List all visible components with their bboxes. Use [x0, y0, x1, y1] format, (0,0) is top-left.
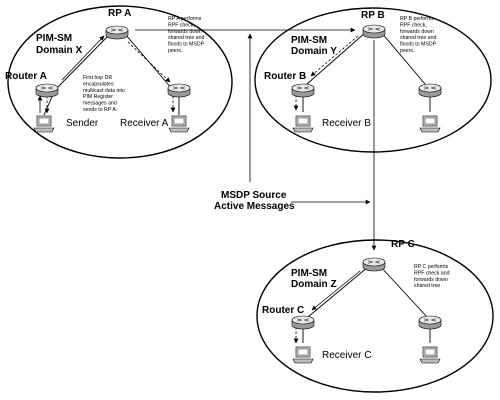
- sender-label: Sender: [66, 118, 99, 129]
- domain-z-edge-router-icon: [418, 315, 442, 330]
- sender-host-icon: [33, 115, 55, 133]
- receiver-a-label: Receiver A: [120, 118, 169, 129]
- receiver-a-host-icon: [168, 115, 190, 133]
- receiver-b-label: Receiver B: [322, 118, 371, 129]
- router-a-label: Router A: [5, 71, 47, 82]
- router-a-router-icon: [35, 83, 59, 98]
- domain-y: PIM-SM Domain Y RP B Router B Receiver B…: [254, 7, 492, 153]
- rp-c-label: RP C: [391, 239, 415, 250]
- domain-z: PIM-SM Domain Z RP C Router C Receiver C…: [256, 239, 494, 393]
- dr-note: First hop DR encapsulates multicast data…: [83, 75, 126, 113]
- domain-z-boundary: [256, 239, 494, 393]
- rp-c-router-icon: [362, 257, 386, 272]
- domain-x-boundary: [7, 5, 233, 159]
- receiver-c-label: Receiver C: [322, 350, 371, 361]
- domain-z-title-line2: Domain Z: [291, 279, 337, 290]
- rp-b-note: RP B performs RPF check, forwards down s…: [400, 16, 438, 54]
- router-b-label: Router B: [264, 71, 306, 82]
- domain-y-edge-router-icon: [418, 83, 442, 98]
- rp-c-note: RP C performs RPF check and forwards dow…: [414, 264, 451, 289]
- domain-y-title-line1: PIM-SM: [291, 35, 327, 46]
- domain-z-host-icon: [419, 346, 441, 364]
- domain-y-host-icon: [419, 115, 441, 133]
- rp-a-router-icon: [105, 25, 129, 40]
- rp-a-note: RP A performs RPF check, forwards down s…: [168, 16, 206, 54]
- domain-z-title-line1: PIM-SM: [291, 268, 327, 279]
- rp-b-router-icon: [362, 24, 386, 39]
- receiver-a-side-router-icon: [167, 83, 191, 98]
- receiver-c-host-icon: [292, 346, 314, 364]
- domain-x-title-line1: PIM-SM: [36, 33, 72, 44]
- router-c-label: Router C: [262, 305, 304, 316]
- rp-a-label: RP A: [108, 8, 131, 19]
- router-c-router-icon: [291, 315, 315, 330]
- rp-b-label: RP B: [361, 10, 385, 21]
- domain-x-title-line2: Domain X: [36, 45, 82, 56]
- msdp-paths: [135, 27, 377, 251]
- domain-x: PIM-SM Domain X RP A Router A Sender Rec…: [5, 5, 233, 159]
- msdp-label-line1: MSDP Source: [221, 190, 287, 201]
- msdp-label-line2: Active Messages: [214, 201, 295, 212]
- router-b-router-icon: [291, 83, 315, 98]
- receiver-b-host-icon: [292, 115, 314, 133]
- domain-y-boundary: [254, 7, 492, 153]
- domain-y-title-line2: Domain Y: [291, 46, 337, 57]
